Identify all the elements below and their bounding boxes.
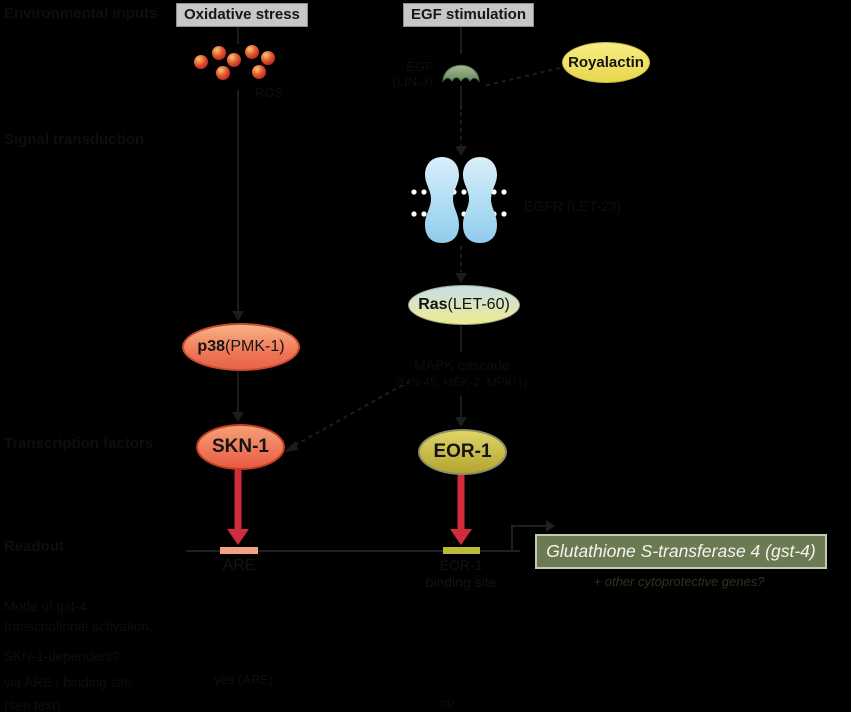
egf-ligand-label: EGF (LIN-3) — [383, 59, 433, 89]
mapk-line2: (LIN-45, MEK-2, MPK-1) — [396, 375, 528, 389]
egf-ligand-icon — [442, 64, 480, 83]
footnote-row2-label: via ARE / binding site: — [4, 675, 136, 690]
footnote-row1-label: SKN-1-dependent? — [4, 649, 120, 664]
skn1-label: SKN-1 — [211, 436, 269, 457]
eor1-binding-site-label: EOR-1 binding site — [413, 557, 509, 591]
royalactin-node: Royalactin — [562, 42, 650, 83]
eor1-binding-tick — [443, 547, 480, 554]
mapk-line1: MAPK cascade — [414, 357, 510, 373]
ras-node: Ras (LET-60) — [408, 285, 520, 325]
eor1-binding-site-line1: EOR-1 — [439, 557, 483, 573]
footnote-line-1: Mode of gst-4 — [4, 599, 87, 614]
mapk-cascade-label: MAPK cascade (LIN-45, MEK-2, MPK-1) — [378, 357, 546, 391]
are-tick — [220, 547, 258, 554]
p38-label-bold: p38 — [197, 338, 225, 355]
footnote-egf-value: no — [440, 695, 455, 710]
row-label-transcription-factors: Transcription factors — [4, 435, 154, 452]
footnote-row3-label: (see text) — [4, 698, 61, 712]
ros-label: ROS — [255, 85, 284, 100]
eor1-label: EOR-1 — [433, 441, 492, 462]
royalactin-label: Royalactin — [568, 54, 644, 71]
skn1-node: SKN-1 — [196, 424, 285, 470]
ros-dots — [194, 45, 275, 80]
red-arrows — [227, 469, 472, 545]
header-egf-stimulation: EGF stimulation — [403, 3, 535, 27]
skn1-red-arrow — [227, 469, 249, 545]
row-label-readout: Readout — [4, 538, 64, 555]
egf-ligand-label-line2: (LIN-3) — [392, 74, 433, 89]
p38-node: p38 (PMK-1) — [182, 323, 300, 371]
are-label: ARE — [222, 557, 256, 574]
ras-label-rest: (LET-60) — [447, 296, 510, 313]
row-label-environmental-inputs: Environmental inputs — [4, 5, 158, 22]
eor1-red-arrow — [450, 472, 472, 545]
header-oxidative-stress: Oxidative stress — [176, 3, 308, 27]
eor1-binding-site-line2: binding site — [425, 574, 497, 590]
footnote-line-2: transcriptional activation: — [4, 619, 153, 634]
egfr-receptor-icon — [425, 157, 497, 243]
connector-lines — [186, 26, 561, 552]
egfr-label: EGFR (LET-23) — [524, 198, 622, 214]
footnote-oxidative-value: yes (ARE) — [214, 672, 274, 687]
p38-label-rest: (PMK-1) — [225, 338, 285, 355]
ras-label-bold: Ras — [418, 296, 448, 313]
other-genes-note: + other cytoprotective genes? — [593, 574, 765, 589]
egf-ligand-label-line1: EGF — [406, 59, 433, 74]
row-label-signal-transduction: Signal transduction — [4, 131, 145, 148]
gst4-gene-label: Glutathione S-transferase 4 (gst-4) — [546, 541, 816, 561]
activation-arrowheads — [232, 146, 555, 532]
eor1-node: EOR-1 — [418, 429, 507, 475]
gst4-gene-box: Glutathione S-transferase 4 (gst-4) — [535, 534, 827, 569]
